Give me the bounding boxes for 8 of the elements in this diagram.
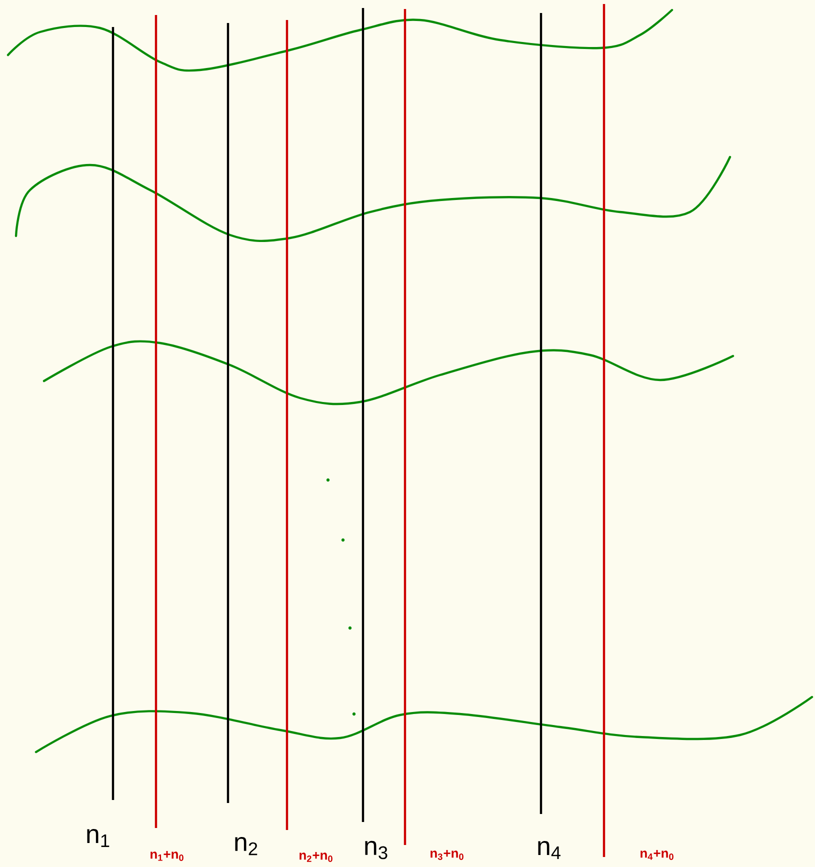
line-label: n$_{3}$ bbox=[365, 840, 388, 860]
line-label: n$_{2}$+n$_{0}$ bbox=[300, 852, 332, 862]
line-label: n$_{3}$+n$_{0}$ bbox=[430, 850, 464, 860]
line-label: n$_{1}$ bbox=[87, 829, 110, 847]
line-label: n$_{1}$+n$_{0}$ bbox=[150, 851, 184, 861]
line-label: n$_{4}$+n$_{0}$ bbox=[640, 850, 674, 860]
line-label: n$_{2}$ bbox=[235, 836, 258, 856]
line-label: n$_{4}$ bbox=[538, 841, 560, 859]
